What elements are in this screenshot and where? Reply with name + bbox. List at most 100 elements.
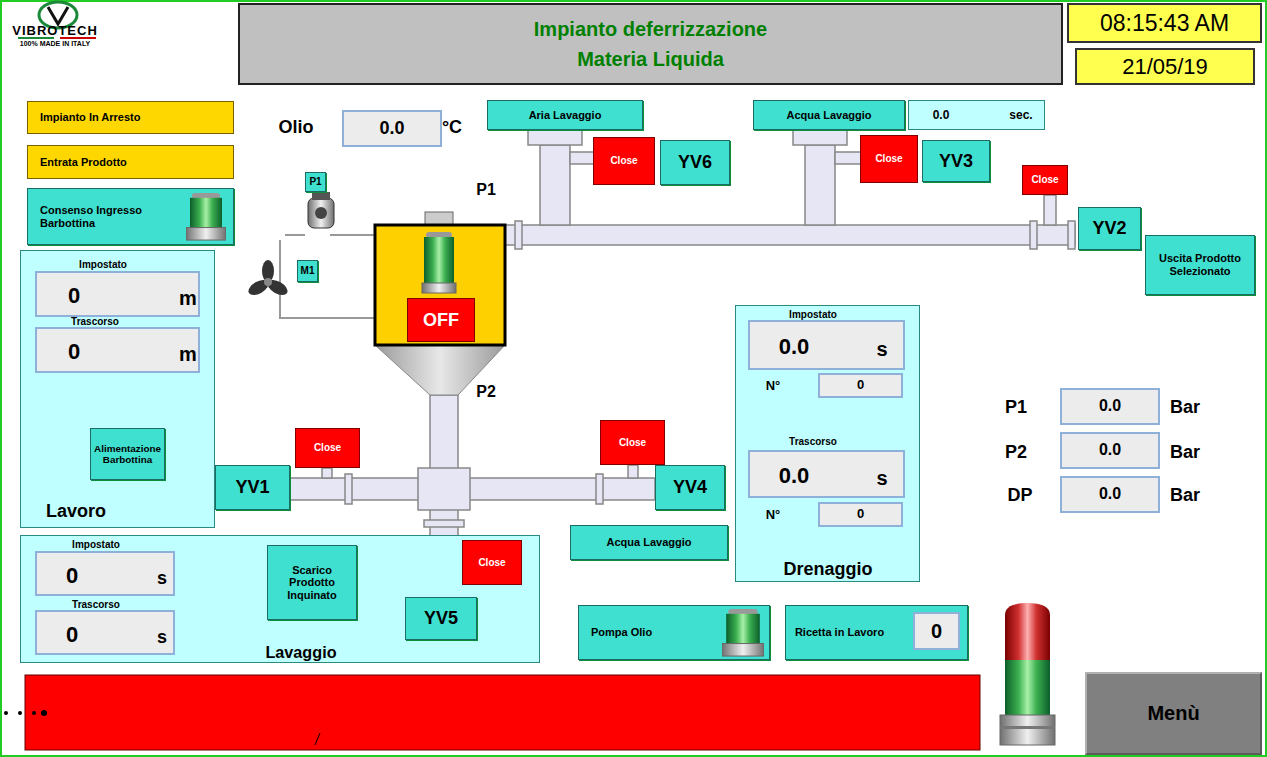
node-text: Close: [619, 437, 646, 449]
lamp-icon: [722, 609, 764, 657]
node-text: s: [876, 338, 887, 361]
node-text: Close: [875, 153, 902, 165]
stack-light: [1000, 603, 1055, 745]
node-text: Menù: [1147, 702, 1199, 725]
value-field: 0.0 s: [748, 450, 905, 498]
cursor-dots: [4, 710, 47, 716]
consent-button: Consenso Ingresso Barbottina: [27, 188, 234, 245]
menu-button: Menù: [1085, 672, 1262, 755]
clock-date: 21/05/19: [1075, 48, 1255, 85]
valve-button: YV4: [655, 465, 725, 510]
node-text: OFF: [423, 310, 459, 331]
tank-state: OFF: [407, 298, 475, 342]
pump-tag: P1: [305, 172, 326, 192]
node-text: Entrata Prodotto: [40, 156, 127, 169]
valve-state: Close: [860, 135, 918, 183]
node-text: Close: [478, 557, 505, 569]
node-text: 08:15:43 AM: [1100, 10, 1229, 36]
node-text: 0: [68, 283, 80, 308]
value-field: 0.0: [342, 110, 442, 147]
valve-state: Close: [295, 428, 360, 468]
node-text: Lavoro: [46, 501, 106, 522]
label-text: Bar: [1170, 442, 1200, 463]
node-text: Trascorso: [71, 316, 119, 328]
node-text: Impostato: [789, 309, 837, 321]
node-text: Acqua Lavaggio: [607, 536, 692, 549]
node-text: m: [179, 343, 197, 366]
valve-state: Close: [1022, 165, 1068, 195]
label-text: Bar: [1170, 485, 1200, 506]
valve-state: Close: [593, 137, 655, 185]
node-text: N°: [766, 508, 781, 523]
node-text: Aria Lavaggio: [529, 109, 602, 122]
node-text: 0: [931, 620, 942, 643]
node-text: 0: [857, 507, 864, 522]
node-text: m: [179, 287, 197, 310]
node-text: M1: [301, 265, 315, 277]
node-text: 21/05/19: [1122, 54, 1208, 79]
label-text: 100% MADE IN ITALY: [20, 40, 90, 47]
value-field: 0m: [35, 327, 200, 373]
node-text: Drenaggio: [783, 559, 872, 580]
node-text: Close: [1031, 174, 1058, 186]
node-text: 0.0: [779, 463, 810, 488]
node-text: 0: [857, 378, 864, 393]
valve-button: YV3: [922, 140, 990, 182]
node-text: YV6: [678, 152, 712, 173]
node-text: YV4: [673, 477, 707, 498]
node-text: Consenso Ingresso Barbottina: [40, 204, 163, 229]
valve-button: YV2: [1078, 207, 1141, 250]
label-text: P2: [1005, 442, 1027, 463]
node-text: YV2: [1092, 218, 1126, 239]
valve-button: YV1: [215, 465, 290, 510]
value-field: 0.0 s: [748, 320, 905, 370]
valve-state: Close: [462, 540, 522, 585]
node-text: Close: [314, 442, 341, 454]
label-text: P1: [476, 181, 496, 199]
node-text: Trascorso: [789, 436, 837, 448]
outlet-button: Uscita Prodotto Selezionato: [1145, 235, 1255, 295]
title-bar: Impianto deferrizzazione Materia Liquida: [238, 3, 1063, 85]
valve-state: Close: [600, 420, 665, 465]
valve-button: YV5: [405, 597, 477, 640]
label-text: °C: [442, 117, 462, 138]
node-text: 0.0: [779, 334, 810, 359]
node-text: Ricetta in Lavoro: [795, 626, 884, 639]
drain-panel: 0.0s00.0s0ImpostatoN°TrascorsoN°Drenaggi…: [735, 305, 920, 582]
node-text: 0.0: [1099, 397, 1121, 415]
oil-pump-button: Pompa Olio: [578, 605, 770, 660]
node-text: Close: [610, 155, 637, 167]
node-text: YV3: [939, 151, 973, 172]
node-text: Pompa Olio: [591, 626, 652, 639]
node-text: s: [157, 568, 167, 589]
alarm-bar: [25, 675, 980, 750]
value-field: 0m: [35, 271, 200, 317]
node-text: Uscita Prodotto Selezionato: [1150, 252, 1250, 277]
node-text: Impostato: [79, 259, 127, 271]
label-button: Acqua Lavaggio: [753, 100, 905, 130]
node-text: Lavaggio: [265, 643, 336, 662]
value-field: 0: [913, 612, 960, 650]
cursor-mark: [315, 733, 320, 745]
node-text: s: [157, 627, 167, 648]
node-text: s: [876, 467, 887, 490]
node-text: N°: [766, 379, 781, 394]
value-field: 0: [818, 373, 903, 398]
clock-time: 08:15:43 AM: [1067, 3, 1262, 43]
pressure-field: 0.0: [1060, 432, 1160, 469]
oil-circuit: [246, 192, 375, 318]
label-text: P1: [1005, 397, 1027, 418]
label-text: DP: [1007, 485, 1032, 506]
feed-button: Alimentazione Barbottina: [90, 428, 165, 480]
value-field: 0s: [35, 610, 175, 655]
node-text: 0: [66, 563, 78, 588]
node-text: YV1: [235, 477, 269, 498]
value-field: 0s: [35, 551, 175, 596]
node-text: 0.0: [1099, 485, 1121, 503]
node-text: 0: [68, 339, 80, 364]
pressure-field: 0.0: [1060, 476, 1160, 513]
node-text: Alimentazione Barbottina: [94, 443, 161, 466]
node-text: 0: [66, 622, 78, 647]
pipes: [290, 130, 1075, 597]
